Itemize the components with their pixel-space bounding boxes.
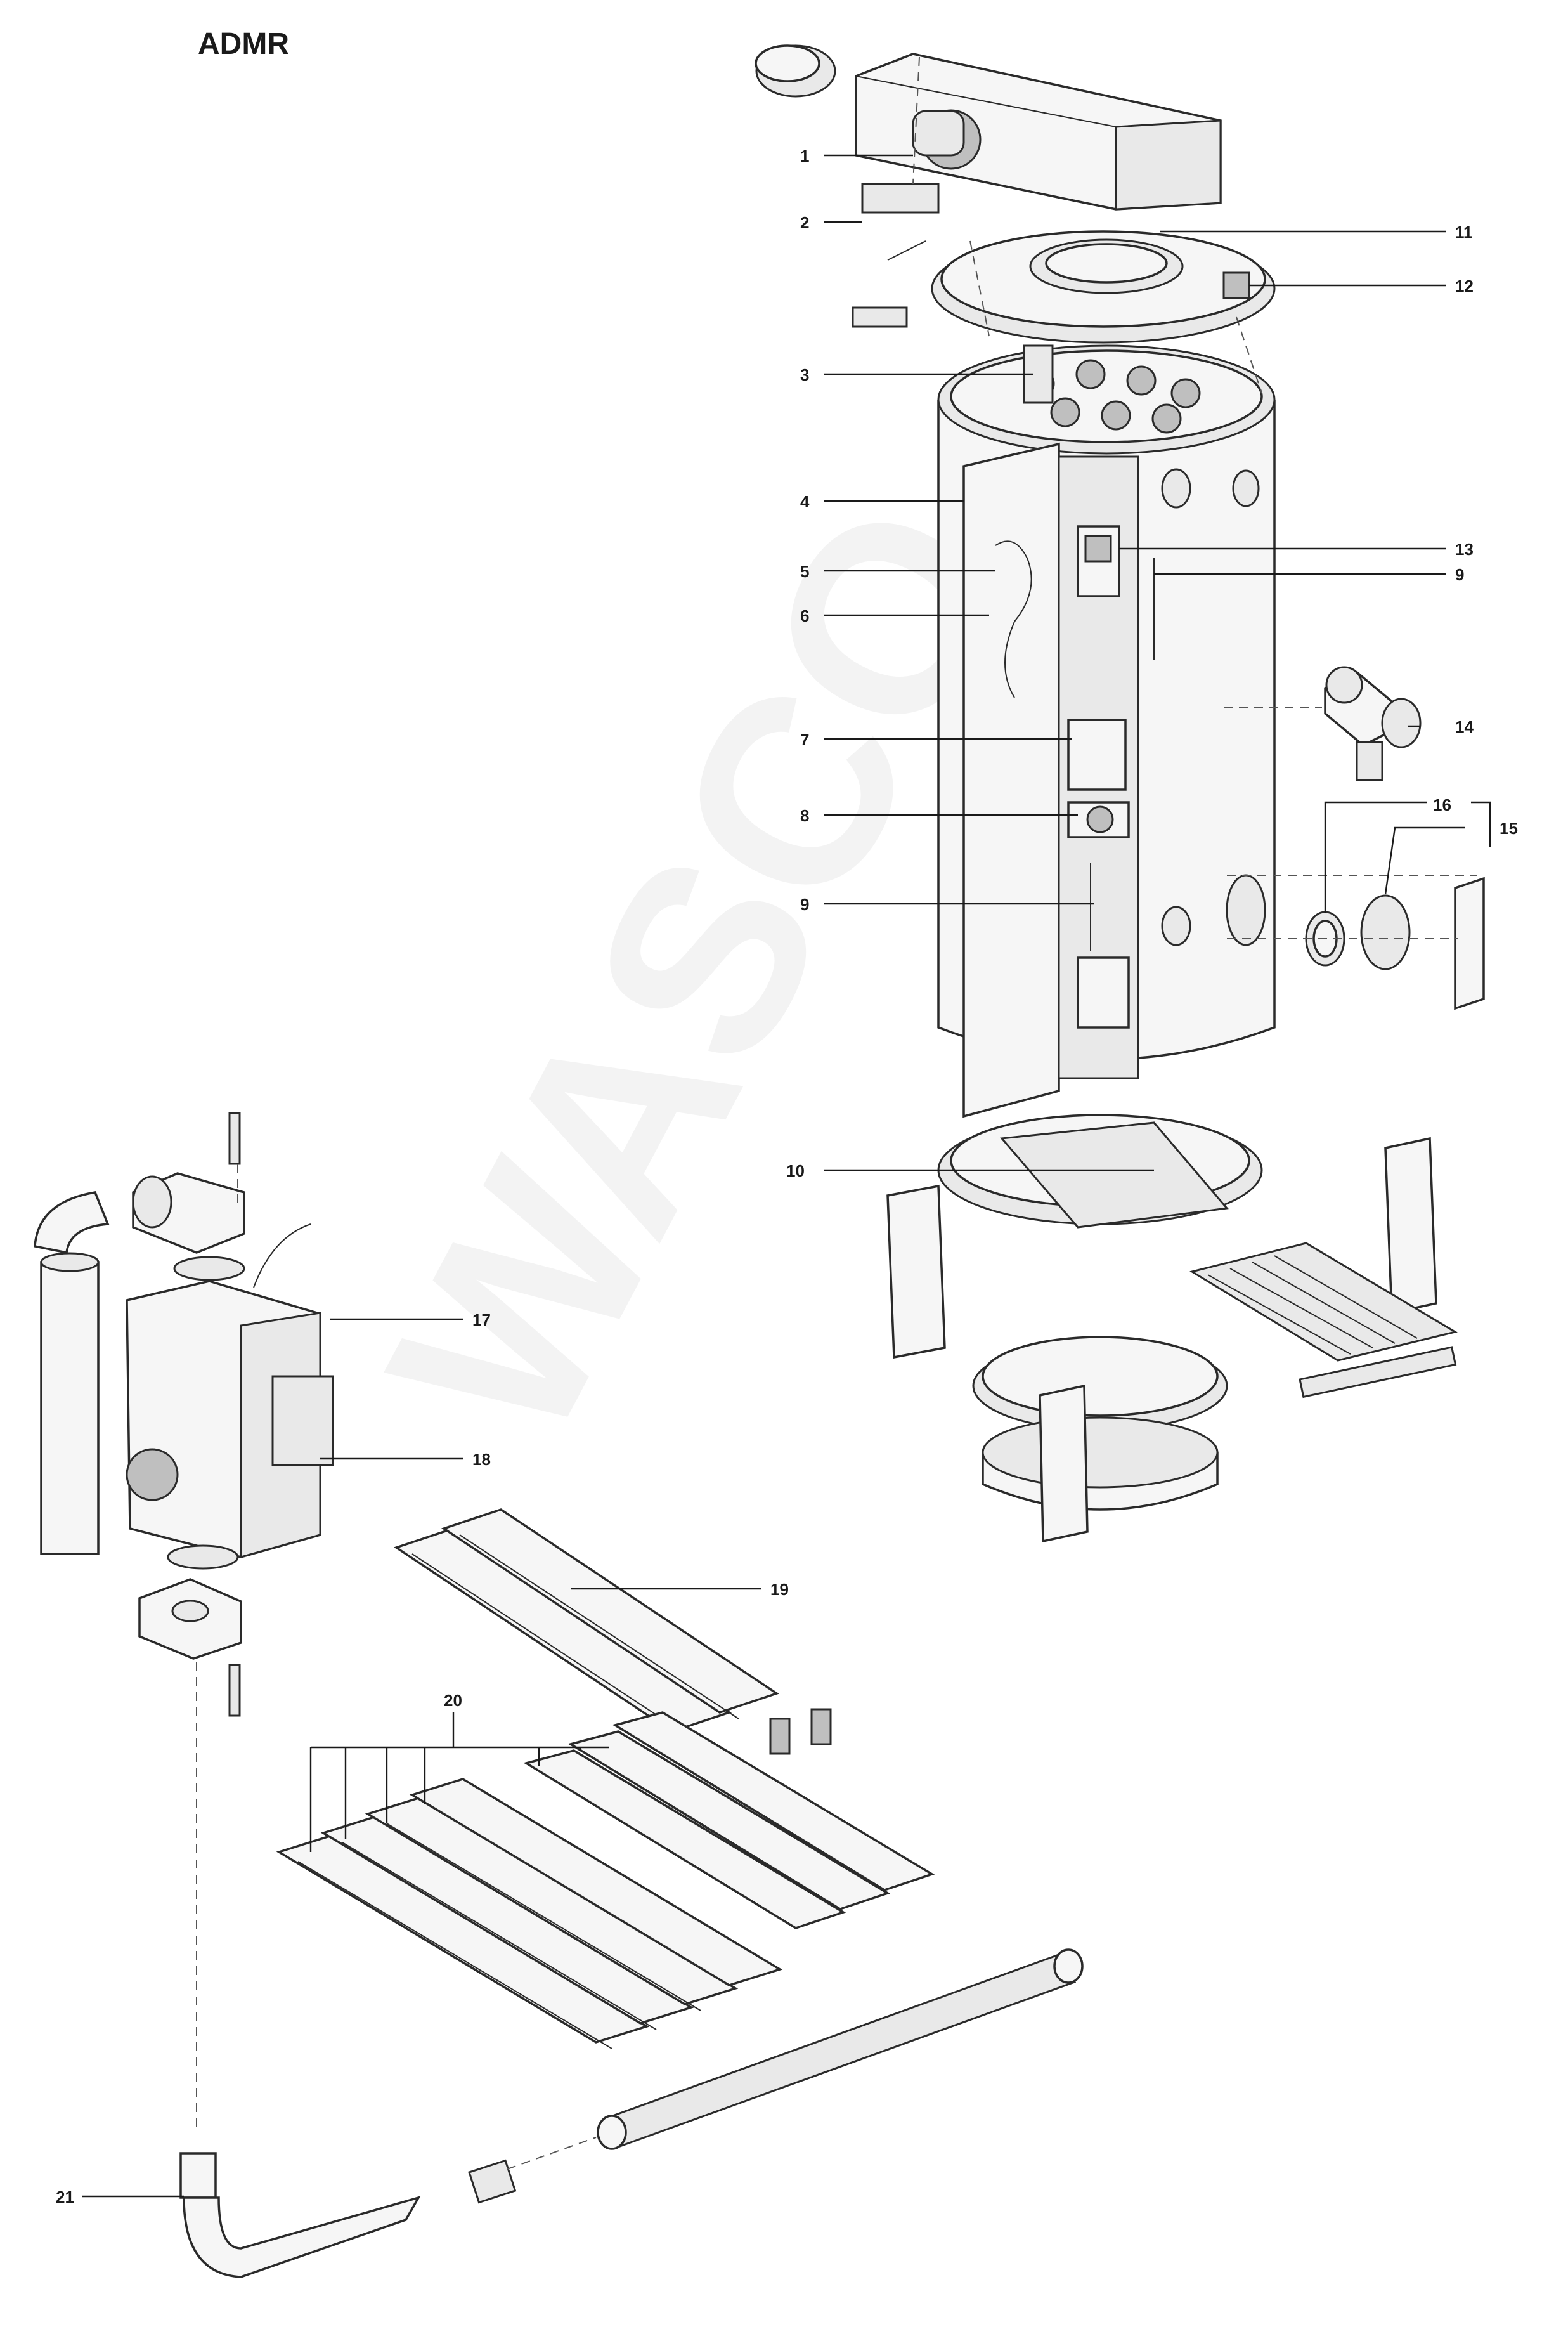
callout-11: 11 [1455,223,1473,242]
alignment-line-flex [507,2137,597,2170]
alignment-line-side [1224,707,1477,939]
base-tray [937,1114,1263,1229]
gas-valve [126,1223,334,1558]
gas-manifold [597,1948,1084,2150]
flex-gas-line [179,2152,517,2278]
o-ring-bottom [167,1544,239,1570]
alignment-line-top [912,56,1262,394]
callout-7: 7 [800,730,809,749]
callout-10: 10 [786,1161,805,1180]
pipe-elbow [34,1191,110,1555]
bracket-screws [852,183,940,328]
callout-16: 16 [1433,795,1451,814]
callout-2: 2 [800,213,809,232]
flange-top [132,1172,245,1254]
burner-bracket-left [886,1184,946,1359]
screw-bottom [228,1664,241,1717]
callout-20: 20 [444,1691,462,1710]
burner-set-main [276,1711,935,2049]
callout-17: 17 [472,1310,491,1329]
callout-8: 8 [800,806,809,825]
burner-bracket-right [1384,1137,1437,1315]
callout-3: 3 [800,365,809,384]
flange-bottom [138,1578,242,1660]
flue-collar [755,44,836,98]
callout-21: 21 [56,2188,74,2207]
burner-pair-top [394,1508,832,1755]
callout-9-lower: 9 [800,895,809,914]
top-cover [931,230,1276,344]
screw-top [228,1112,241,1165]
callout-4: 4 [800,492,810,511]
callout-6: 6 [800,606,809,625]
callout-13: 13 [1455,540,1474,559]
callout-labels: 1 2 3 4 5 6 7 8 9 10 11 12 13 9 14 16 15… [56,147,1518,2207]
callout-5: 5 [800,562,809,581]
callout-12: 12 [1455,277,1474,296]
small-burner-set [1189,1242,1458,1399]
callout-18: 18 [472,1450,491,1469]
callout-1: 1 [800,147,809,166]
diagram-title: ADMR [198,27,289,61]
control-panel [962,442,1155,1118]
alignment-line-valve [196,1164,238,2131]
callout-9-upper: 9 [1455,565,1464,584]
callout-14: 14 [1455,717,1474,736]
o-ring-top [173,1256,245,1281]
drain-valve [1324,666,1422,781]
callout-19: 19 [770,1580,789,1599]
callout-15: 15 [1500,819,1518,838]
leader-lines [82,154,1491,2198]
base-pan [972,1336,1228,1543]
